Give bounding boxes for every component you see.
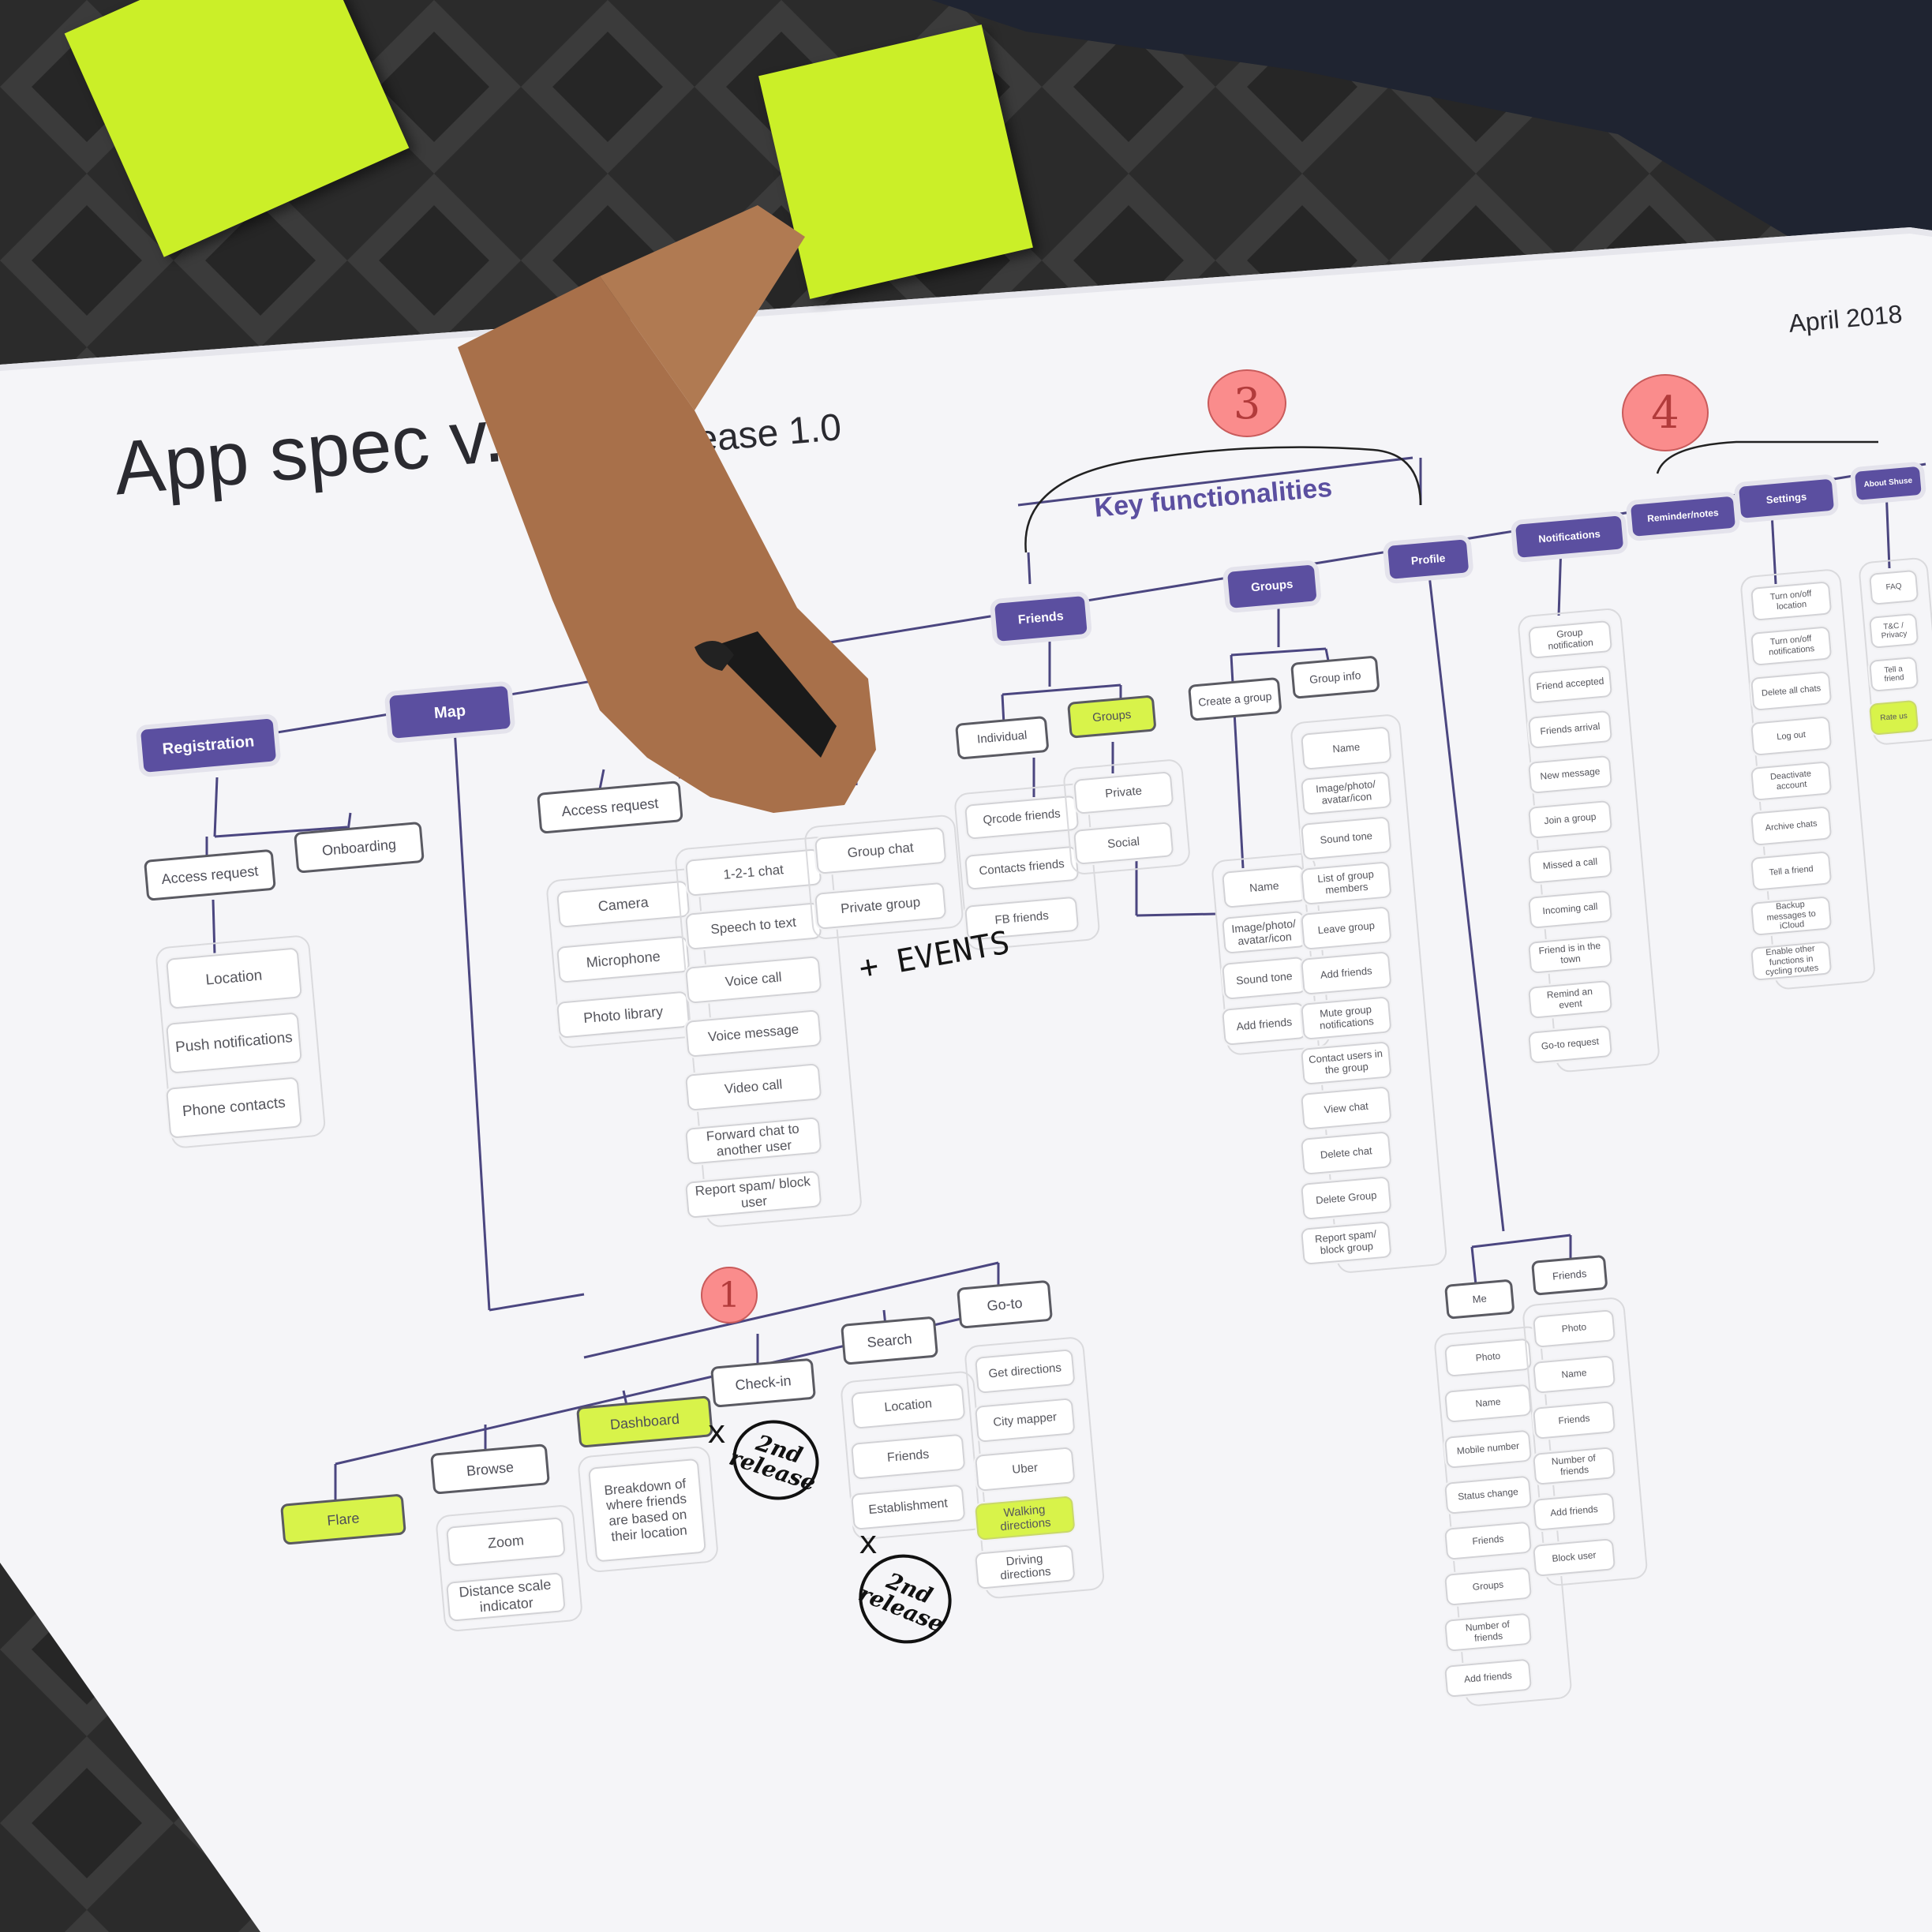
badge-3: 3 <box>1208 369 1286 437</box>
badge-4: 4 <box>1622 374 1709 451</box>
badge-1: 1 <box>701 1267 758 1324</box>
x-mark-check-in: x <box>707 1414 727 1451</box>
x-mark-search: x <box>859 1525 878 1561</box>
